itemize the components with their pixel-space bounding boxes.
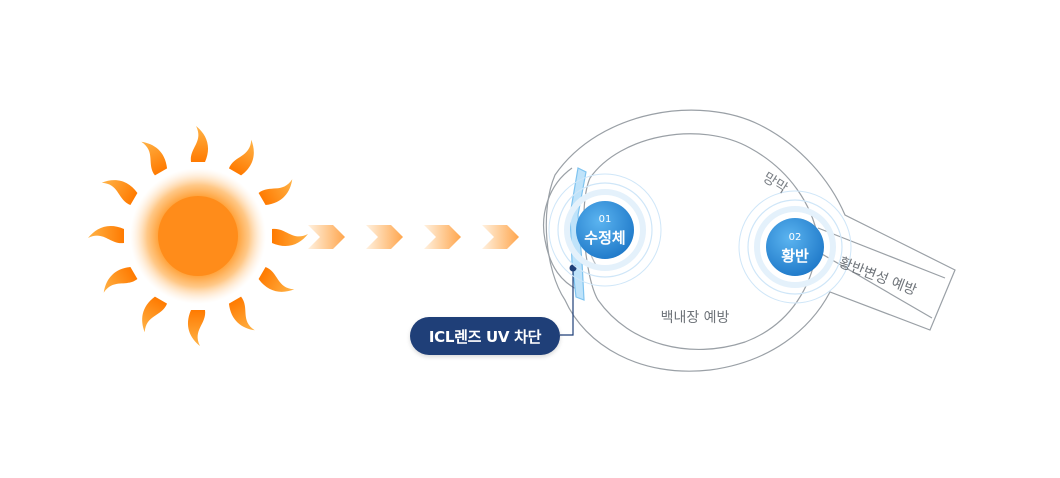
sun-ray [190,126,209,162]
sun-ray [187,310,206,346]
sun-ray [141,141,168,176]
marker-01-halo [548,173,662,287]
marker-lens-number: 01 [599,214,612,225]
icl-uv-block-label: ICL렌즈 UV 차단 [428,327,542,346]
sun-ray [258,179,293,206]
sun-rays [88,126,308,346]
marker-02-halo [738,190,852,304]
sun-ray [142,296,168,333]
sun-ray [88,226,124,244]
sun-ray [228,139,254,176]
arrow-icon [482,225,519,249]
marker-macula-number: 02 [789,232,802,243]
arrow-icon [366,225,403,249]
arrow-icon [424,225,461,249]
marker-macula: 02 황반 [766,218,824,276]
arrow-icon [308,225,345,249]
sun-ray [101,180,138,206]
sun-ray [228,296,255,331]
sun-ray [258,266,295,292]
marker-lens: 01 수정체 [576,201,634,259]
sun-ray [103,266,138,293]
icl-uv-block-badge: ICL렌즈 UV 차단 [410,317,560,355]
sun-icon [88,126,308,346]
eye-cross-section-icon [542,109,956,372]
marker-lens-label: 수정체 [584,229,625,247]
sun-ray [272,228,308,246]
cataract-prevention-label: 백내장 예방 [661,310,730,326]
marker-macula-label: 황반 [781,247,809,265]
